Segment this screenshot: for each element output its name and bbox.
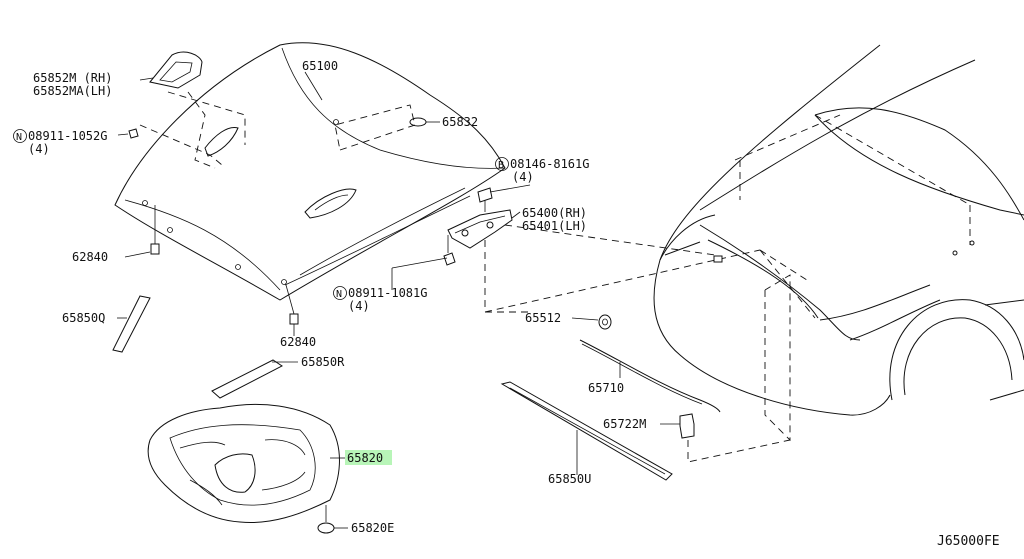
clip-65820e (317, 505, 335, 534)
hood-panel (114, 42, 506, 301)
bolt-symbol-icon (495, 157, 509, 171)
nut-symbol-icon (13, 129, 27, 143)
bumper-62840-a (150, 243, 160, 255)
label-08911-1081g: 08911-1081G (348, 286, 427, 300)
nut-symbol-2: N (336, 289, 342, 300)
release-cable-65710 (579, 339, 721, 413)
label-62840-a: 62840 (72, 250, 108, 264)
hinge-bolt-08146-8161g (477, 187, 493, 212)
seal-65850q (112, 295, 151, 353)
bumper-65832 (409, 117, 427, 127)
label-65100: 65100 (302, 59, 338, 73)
label-65850u: 65850U (548, 472, 591, 486)
diagram-code: J65000FE (937, 534, 1000, 549)
label-65832: 65832 (442, 115, 478, 129)
seal-65850u (500, 381, 673, 481)
highlight-65820 (345, 450, 392, 465)
label-65852ma-lh: 65852MA(LH) (33, 84, 112, 98)
hood-insulator-65820 (147, 403, 340, 524)
label-65400-rh: 65400(RH) (522, 206, 587, 220)
hinge-nut-08911-1081g (443, 252, 456, 266)
nut-symbol: N (16, 132, 22, 143)
bumper-62840-b (289, 313, 299, 325)
label-08146-8161g-qty: (4) (512, 170, 534, 184)
bolt-symbol: B (498, 160, 504, 171)
nut-symbol-icon-2 (333, 286, 347, 300)
label-65710: 65710 (588, 381, 624, 395)
hood-bolt-08911-1052g (128, 128, 139, 139)
label-65820: 65820 (347, 451, 383, 465)
part-labels: 65852M (RH) 65852MA(LH) 65100 65832 N 08… (13, 59, 1000, 549)
label-08146-8161g: 08146-8161G (510, 157, 589, 171)
label-65512: 65512 (525, 311, 561, 325)
label-08911-1052g-qty: (4) (28, 142, 50, 156)
car-body (653, 44, 1024, 416)
lock-65722m (679, 413, 695, 439)
label-08911-1081g-qty: (4) (348, 299, 370, 313)
label-65850r: 65850R (301, 355, 345, 369)
seal-65850r (211, 359, 283, 399)
label-08911-1052g: 08911-1052G (28, 129, 107, 143)
label-65401-lh: 65401(LH) (522, 219, 587, 233)
bracket-65852m (149, 51, 203, 89)
label-65852m-rh: 65852M (RH) (33, 71, 112, 85)
label-65850q: 65850Q (62, 311, 105, 325)
label-62840-b: 62840 (280, 335, 316, 349)
label-65820e: 65820E (351, 521, 394, 535)
grommet-65512 (598, 314, 612, 330)
hood-hinge (447, 209, 513, 249)
label-65722m: 65722M (603, 417, 646, 431)
